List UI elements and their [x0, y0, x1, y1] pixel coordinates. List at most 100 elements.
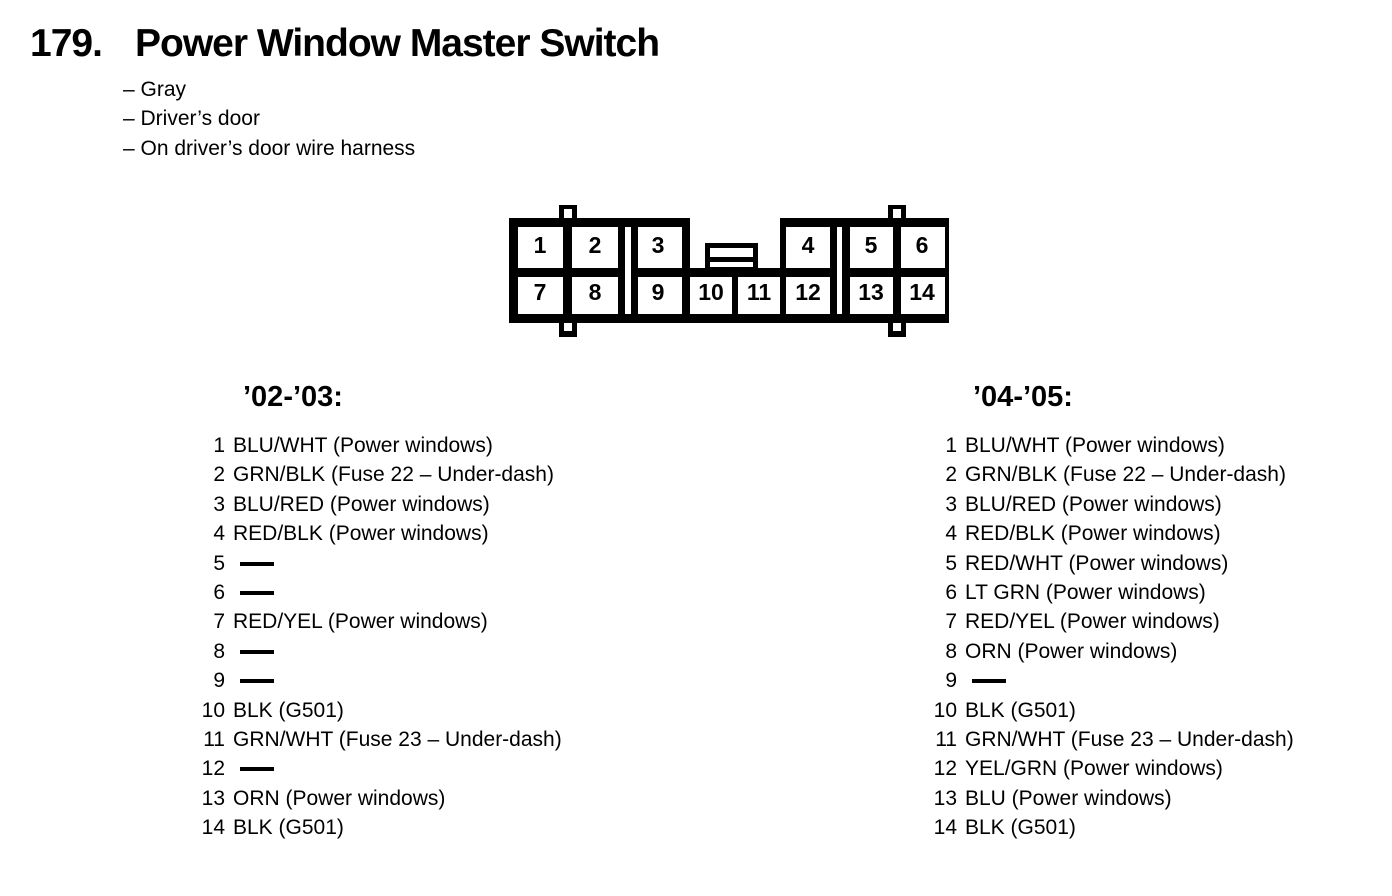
pin-cell-number: 12 [795, 279, 821, 305]
pin-cell-number: 6 [916, 232, 929, 258]
pin-cell-number: 9 [652, 279, 665, 305]
wire-label: GRN/BLK (Fuse 22 – Under-dash) [233, 463, 554, 487]
pin-list-04-05: ’04-’05: 1 BLU/WHT (Power windows) 2 GRN/BL… [932, 382, 1294, 842]
wire-label: ORN (Power windows) [965, 639, 1178, 663]
wire-label: RED/YEL (Power windows) [233, 610, 488, 634]
pin-rows: 1 BLU/WHT (Power windows) 2 GRN/BLK (Fuse 2… [200, 431, 562, 842]
pin-number: 10 [933, 698, 957, 722]
pin-number: 9 [213, 669, 225, 693]
connector-diagram: 1 2 3 4 5 6 7 8 9 10 11 12 13 14 [505, 195, 965, 345]
wire-label: BLK (G501) [233, 698, 344, 722]
pin-number: 4 [945, 522, 957, 546]
wire-label: GRN/BLK (Fuse 22 – Under-dash) [965, 463, 1286, 487]
pin-row: 10 BLK (G501) [200, 696, 562, 725]
wire-label: ORN (Power windows) [233, 786, 446, 810]
pin-number: 5 [213, 551, 225, 575]
pin-number: 2 [945, 463, 957, 487]
pin-row: 8 [200, 637, 562, 666]
pin-row: 1 BLU/WHT (Power windows) [200, 431, 562, 460]
no-connection-dash [972, 679, 1006, 684]
pin-row: 14 BLK (G501) [932, 813, 1294, 842]
wire-label: BLU/WHT (Power windows) [233, 434, 493, 457]
pin-cell-number: 7 [534, 279, 547, 305]
wire-label: RED/WHT (Power windows) [965, 551, 1229, 575]
pin-number: 14 [201, 816, 225, 840]
pin-number: 1 [945, 434, 957, 457]
pin-row: 2 GRN/BLK (Fuse 22 – Under-dash) [200, 460, 562, 489]
wire-label: BLK (G501) [965, 816, 1076, 840]
latch-slot [710, 262, 753, 267]
wire-label: GRN/WHT (Fuse 23 – Under-dash) [233, 727, 562, 751]
pin-row: 2 GRN/BLK (Fuse 22 – Under-dash) [932, 460, 1294, 489]
pin-rows: 1 BLU/WHT (Power windows) 2 GRN/BLK (Fuse 2… [932, 431, 1294, 842]
key-separator-left [625, 227, 631, 314]
pin-row: 11 GRN/WHT (Fuse 23 – Under-dash) [932, 725, 1294, 754]
pin-number: 7 [213, 610, 225, 634]
connector-notes: – Gray – Driver’s door – On driver’s doo… [123, 75, 415, 163]
pin-number: 9 [945, 669, 957, 693]
note-color: – Gray [123, 78, 187, 101]
pin-cell-number: 3 [652, 232, 665, 258]
pin-row: 6 [200, 578, 562, 607]
pin-cell-number: 1 [534, 232, 547, 258]
connector-pin-numbers: 1 2 3 4 5 6 7 8 9 10 11 12 13 14 [534, 232, 935, 305]
no-connection-dash [240, 561, 274, 566]
pin-number: 11 [203, 727, 225, 751]
pin-number: 12 [933, 757, 957, 781]
note-harness: – On driver’s door wire harness [123, 136, 416, 160]
pin-row: 9 [200, 666, 562, 695]
item-number: 179. [30, 22, 103, 65]
pin-row: 12 [200, 754, 562, 783]
note-location: – Driver’s door [123, 107, 260, 131]
year-range-header: ’04-’05: [973, 381, 1073, 413]
pin-cell-number: 14 [909, 279, 935, 305]
pin-number: 12 [201, 757, 225, 781]
pin-number: 5 [945, 551, 957, 575]
pin-number: 14 [933, 816, 957, 840]
wire-label: RED/BLK (Power windows) [965, 522, 1221, 546]
pin-row: 4 RED/BLK (Power windows) [932, 519, 1294, 548]
wire-label: BLU (Power windows) [965, 786, 1172, 810]
pin-number: 1 [213, 434, 225, 457]
pin-number: 8 [213, 639, 225, 663]
pin-number: 11 [935, 727, 957, 751]
no-connection-dash [240, 649, 274, 654]
pin-row: 7 RED/YEL (Power windows) [200, 607, 562, 636]
pin-row: 8 ORN (Power windows) [932, 637, 1294, 666]
connector-latch [705, 243, 758, 273]
connector-cavities [518, 209, 945, 331]
wire-label: BLU/WHT (Power windows) [965, 434, 1225, 457]
pin-cell-number: 11 [747, 279, 772, 305]
pin-row: 5 [200, 549, 562, 578]
no-connection-dash [240, 590, 274, 595]
no-connection-dash [240, 679, 274, 684]
latch-slot [710, 248, 753, 257]
wire-label: GRN/WHT (Fuse 23 – Under-dash) [965, 727, 1294, 751]
pin-number: 4 [213, 522, 225, 546]
pin-number: 13 [201, 786, 225, 810]
pin-number: 6 [945, 580, 957, 604]
wire-label: RED/YEL (Power windows) [965, 610, 1220, 634]
pin-cell-number: 13 [858, 279, 884, 305]
key-separator-right [837, 227, 842, 314]
pin-number: 6 [213, 580, 225, 604]
pin-number: 10 [201, 698, 225, 722]
no-connection-dash [240, 767, 274, 772]
pin-number: 2 [213, 463, 225, 487]
pin-cell-number: 8 [589, 279, 602, 305]
page-title: 179. Power Window Master Switch [30, 22, 660, 66]
pin-row: 10 BLK (G501) [932, 696, 1294, 725]
wire-label: BLK (G501) [233, 816, 344, 840]
pin-number: 8 [945, 639, 957, 663]
pin-row: 9 [932, 666, 1294, 695]
pin-number: 3 [213, 492, 225, 516]
pin-cell-number: 4 [802, 232, 815, 258]
wire-label: BLK (G501) [965, 698, 1076, 722]
